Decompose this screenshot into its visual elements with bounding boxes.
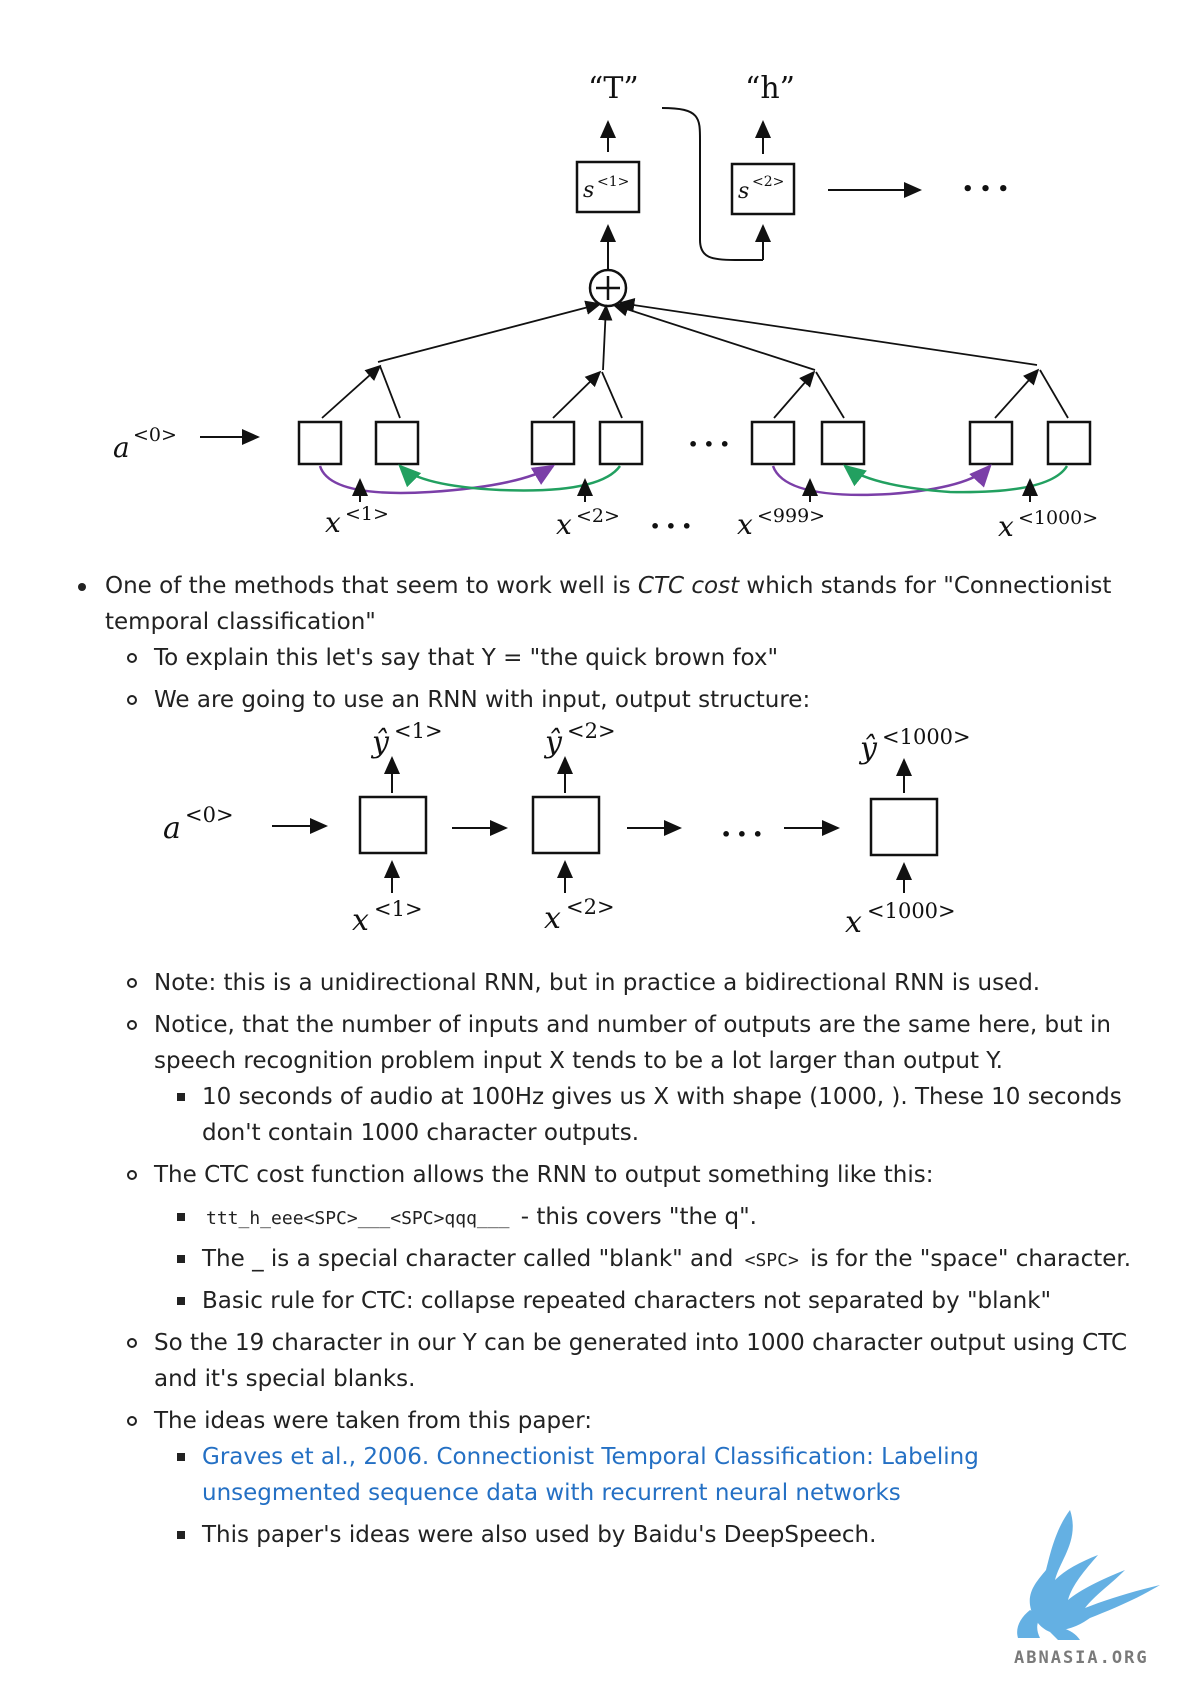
x999-sup: <999> xyxy=(757,505,825,527)
hidden-box-1a xyxy=(297,420,343,466)
code-example: ttt_h_eee<SPC>___<SPC>qqq___ xyxy=(206,1208,510,1229)
bottom-ellipsis: • • • xyxy=(650,517,692,536)
pair-3 xyxy=(773,370,845,419)
y2-sup: <2> xyxy=(567,719,616,743)
x1-label: x xyxy=(325,506,341,539)
x2-label: x xyxy=(556,508,572,541)
forward-arrow-2 xyxy=(771,464,992,497)
a0-sup: <0> xyxy=(133,424,177,446)
rnn-x2-sup: <2> xyxy=(566,895,615,919)
output-h-label: “h” xyxy=(745,71,795,106)
rnn-a0-label: a xyxy=(163,811,181,846)
attention-diagram: “T” “h” s <1> s <2> • • • a <0> xyxy=(113,71,1098,543)
hidden-box-4a xyxy=(968,420,1014,466)
bullet-blank: The _ is a special character called "bla… xyxy=(177,1241,1132,1279)
attention-line-3 xyxy=(612,302,816,371)
state-2-sup: <2> xyxy=(752,174,784,190)
rnn-x1000-label: x xyxy=(845,905,862,940)
y1000-sup: <1000> xyxy=(882,725,971,749)
hidden-box-3b xyxy=(820,420,866,466)
ctc-allows-text: The CTC cost function allows the RNN to … xyxy=(154,1162,934,1188)
bullet-deepspeech: This paper's ideas were also used by Bai… xyxy=(177,1517,1132,1553)
bullet-rnn-structure: We are going to use an RNN with input, o… xyxy=(127,682,1134,718)
hidden-box-1b xyxy=(374,420,420,466)
bullet-basic-rule: Basic rule for CTC: collapse repeated ch… xyxy=(177,1283,1132,1319)
ideas-text: The ideas were taken from this paper: xyxy=(154,1408,592,1434)
code-example-tail: - this covers "the q". xyxy=(513,1204,757,1230)
x2-sup: <2> xyxy=(576,505,620,527)
attention-line-1 xyxy=(377,300,602,363)
ctc-intro-emphasis: CTC cost xyxy=(637,573,740,599)
state-transition-curve xyxy=(661,107,763,261)
forward-arrow-1 xyxy=(318,464,556,495)
backward-arrow-2 xyxy=(843,464,1069,494)
x1-sup: <1> xyxy=(345,503,389,525)
ten-seconds-text: 10 seconds of audio at 100Hz gives us X … xyxy=(202,1084,1122,1146)
ctc-intro-text-2: which stands for "Connectionist temporal… xyxy=(105,573,1112,635)
bullet-notice: Notice, that the number of inputs and nu… xyxy=(127,1007,1134,1079)
bullet-ctc-allows: The CTC cost function allows the RNN to … xyxy=(127,1157,1134,1193)
bullet-ten-seconds: 10 seconds of audio at 100Hz gives us X … xyxy=(177,1079,1132,1151)
rnn-x1-label: x xyxy=(352,903,369,938)
mid-ellipsis: • • • xyxy=(688,435,730,454)
rnn-cell-2 xyxy=(531,795,601,855)
bullet-nineteen: So the 19 character in our Y can be gene… xyxy=(127,1325,1134,1397)
attention-line-2 xyxy=(598,304,613,371)
rnn-x2-label: x xyxy=(544,901,561,936)
bullet-ctc-intro: One of the methods that seem to work wel… xyxy=(78,568,1135,640)
notice-text: Notice, that the number of inputs and nu… xyxy=(154,1012,1111,1074)
nineteen-text: So the 19 character in our Y can be gene… xyxy=(154,1330,1128,1392)
rnn-x1000-sup: <1000> xyxy=(867,899,956,923)
backward-arrow-1 xyxy=(398,464,622,492)
ctc-intro-text-1: One of the methods that seem to work wel… xyxy=(105,573,638,599)
state-1-label: s xyxy=(583,178,594,203)
watermark-text: ABNASIA.ORG xyxy=(1014,1648,1149,1668)
pair-1 xyxy=(321,364,401,419)
blank-text-1: The _ is a special character called "bla… xyxy=(202,1246,741,1272)
output-T-label: “T” xyxy=(588,71,639,106)
hidden-box-2b xyxy=(598,420,644,466)
state-1-sup: <1> xyxy=(597,174,629,190)
rnn-ellipsis: • • • xyxy=(721,825,763,844)
top-ellipsis: • • • xyxy=(962,179,1009,200)
bullet-note: Note: this is a unidirectional RNN, but … xyxy=(127,965,1134,1001)
watermark-logo-icon xyxy=(1017,1510,1160,1640)
bullet-code-example: ttt_h_eee<SPC>___<SPC>qqq___ - this cove… xyxy=(177,1199,1132,1237)
a0-label: a xyxy=(113,431,130,464)
hidden-box-3a xyxy=(750,420,796,466)
y1-label: ŷ xyxy=(370,725,390,760)
basic-rule-text: Basic rule for CTC: collapse repeated ch… xyxy=(202,1288,1052,1314)
state-2-label: s xyxy=(738,179,749,204)
rnn-cell-1 xyxy=(358,795,428,855)
rnn-cell-1000 xyxy=(869,797,939,857)
bullet-paper-link: Graves et al., 2006. Connectionist Tempo… xyxy=(177,1439,1132,1511)
y2-label: ŷ xyxy=(543,725,563,760)
state-box-2 xyxy=(730,162,796,216)
rnn-x1-sup: <1> xyxy=(374,897,423,921)
bullet-ideas: The ideas were taken from this paper: xyxy=(127,1403,1134,1439)
rnn-a0-sup: <0> xyxy=(185,803,234,827)
explain-text: To explain this let's say that Y = "the … xyxy=(154,645,779,671)
state-box-1 xyxy=(575,160,641,214)
deepspeech-text: This paper's ideas were also used by Bai… xyxy=(202,1522,877,1548)
bullet-explain: To explain this let's say that Y = "the … xyxy=(127,640,1134,676)
y1000-label: ŷ xyxy=(858,731,878,766)
x1000-label: x xyxy=(998,510,1014,543)
blank-text-2: is for the "space" character. xyxy=(802,1246,1132,1272)
pair-4 xyxy=(994,368,1069,419)
x999-label: x xyxy=(737,508,753,541)
paper-link[interactable]: Graves et al., 2006. Connectionist Tempo… xyxy=(202,1444,979,1506)
hidden-box-2a xyxy=(530,420,576,466)
pair-2 xyxy=(552,370,623,419)
x1000-sup: <1000> xyxy=(1018,507,1098,529)
rnn-structure-text: We are going to use an RNN with input, o… xyxy=(154,687,811,713)
blank-code: <SPC> xyxy=(744,1250,799,1271)
attention-line-4 xyxy=(618,297,1038,366)
y1-sup: <1> xyxy=(394,719,443,743)
note-text: Note: this is a unidirectional RNN, but … xyxy=(154,970,1041,996)
hidden-box-4b xyxy=(1046,420,1092,466)
